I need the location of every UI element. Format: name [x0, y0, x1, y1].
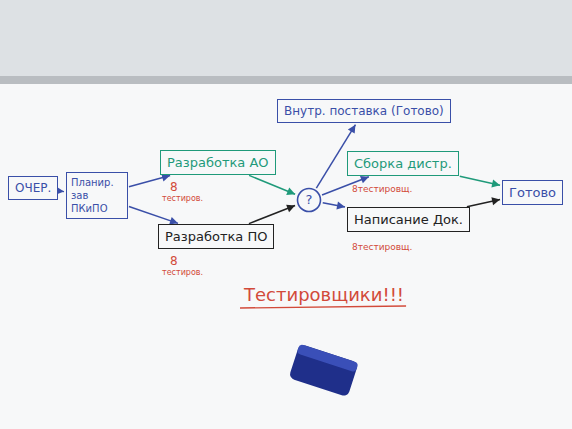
board-surface: [0, 84, 572, 429]
arrowhead: [360, 176, 369, 183]
node-text: Разработка АО: [167, 155, 269, 170]
arrow-connector: [129, 206, 178, 224]
process-box: Разработка АО: [160, 150, 276, 175]
node-text: ?: [296, 187, 322, 213]
arrow-connector: [467, 197, 500, 206]
arrowhead: [491, 180, 500, 188]
node-text: Планир. зав ПКиПО: [71, 176, 123, 215]
connector-line: [249, 205, 295, 223]
arrowhead: [348, 125, 356, 134]
note-text: Тестировщики!!!: [244, 284, 404, 305]
eraser: [289, 344, 359, 397]
node-text: Внутр. поставка (Готово): [284, 104, 444, 118]
node-text: ОЧЕР.: [15, 181, 51, 195]
node-text: Сборка дистр.: [354, 156, 452, 171]
arrow-connector: [460, 176, 500, 187]
arrowhead: [336, 202, 345, 210]
tester-count: 8: [170, 180, 178, 194]
node-text: Написание Док.: [354, 212, 463, 227]
arrowhead: [491, 197, 500, 205]
wall: [0, 0, 572, 80]
tester-count: 8тестировщ.: [352, 184, 412, 194]
decision-circle: ?: [296, 187, 322, 213]
planning-box: Планир. зав ПКиПО: [66, 172, 128, 219]
arrow-connector: [249, 205, 295, 224]
tester-count: тестиров.: [162, 268, 203, 277]
board-frame: [0, 76, 572, 84]
process-box: Сборка дистр.: [347, 151, 459, 176]
node-text: Готово: [509, 185, 556, 200]
arrowhead: [286, 188, 295, 195]
node-text: Разработка ПО: [165, 229, 267, 244]
start-box: ОЧЕР.: [8, 176, 58, 200]
tester-count: 8: [170, 254, 178, 268]
arrowhead: [286, 205, 295, 212]
tester-count: 8тестировщ.: [352, 242, 412, 252]
arrow-connector: [129, 174, 170, 187]
process-box: Написание Док.: [347, 207, 470, 232]
arrow-connector: [249, 175, 295, 195]
connector-line: [249, 175, 295, 194]
tester-count: тестиров.: [162, 194, 203, 203]
result-box: Внутр. поставка (Готово): [277, 99, 451, 123]
result-box: Готово: [502, 180, 563, 205]
arrow-connector: [323, 202, 345, 210]
process-box: Разработка ПО: [158, 224, 274, 249]
underline: [240, 306, 406, 308]
